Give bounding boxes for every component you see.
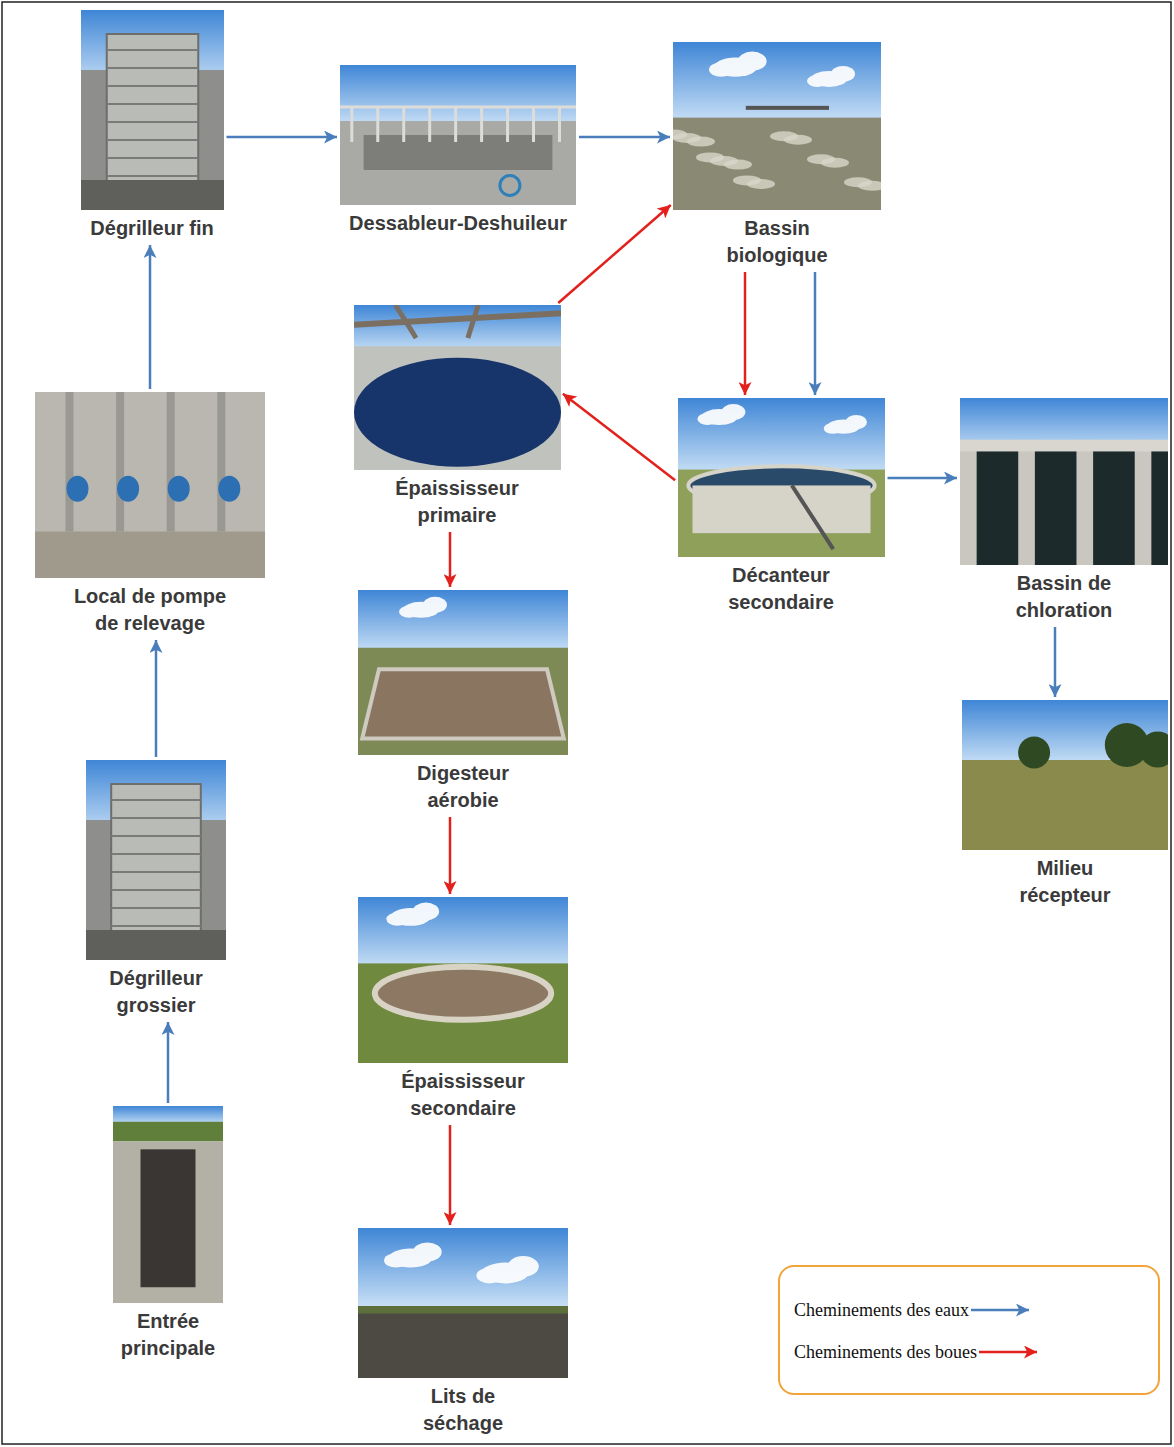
photo-illustration <box>358 590 568 755</box>
station-photo <box>81 10 224 210</box>
station-label: Entrée principale <box>110 1308 226 1362</box>
flow-arrow <box>1054 627 1057 697</box>
station-label: Épaississeur primaire <box>382 475 532 529</box>
station-label: Local de pompe de relevage <box>63 583 238 637</box>
flow-arrow <box>579 136 670 139</box>
station-label: Lits de séchage <box>408 1383 518 1437</box>
photo-illustration <box>358 1228 568 1378</box>
process-station: Bassin biologique <box>673 42 881 269</box>
station-label: Dessableur-Deshuileur <box>349 210 567 237</box>
station-photo <box>358 1228 568 1378</box>
flow-arrow <box>744 272 747 395</box>
station-label: Digesteur aérobie <box>398 760 528 814</box>
process-station: Épaississeur secondaire <box>358 897 568 1122</box>
station-label: Milieu récepteur <box>1005 855 1125 909</box>
flow-arrow <box>814 272 817 395</box>
station-photo <box>35 392 265 578</box>
process-station: Dégrilleur grossier <box>86 760 226 1019</box>
process-station: Dégrilleur fin <box>81 10 224 242</box>
photo-illustration <box>354 305 561 470</box>
station-photo <box>962 700 1168 850</box>
station-photo <box>673 42 881 210</box>
station-label: Épaississeur secondaire <box>388 1068 538 1122</box>
flow-arrow <box>558 205 670 303</box>
legend-text: Cheminements des boues <box>794 1342 977 1363</box>
legend-row: Cheminements des boues <box>794 1339 1041 1365</box>
caption-row: Dégrilleur fin <box>81 215 224 242</box>
connectors <box>150 137 1055 1225</box>
flow-arrow <box>449 1125 452 1225</box>
photo-illustration <box>960 398 1168 565</box>
caption-row: Épaississeur primaire <box>354 475 561 529</box>
station-photo <box>113 1106 223 1303</box>
station-photo <box>960 398 1168 565</box>
process-station: Bassin de chloration <box>960 398 1168 624</box>
station-photo <box>340 65 576 205</box>
photo-illustration <box>962 700 1168 850</box>
caption-row: Dessableur-Deshuileur <box>340 210 576 237</box>
station-label: Dégrilleur fin <box>90 215 213 242</box>
flow-arrow <box>149 245 152 389</box>
photo-illustration <box>678 398 885 557</box>
caption-row: Entrée principale <box>110 1308 226 1362</box>
caption-row: Bassin biologique <box>673 215 881 269</box>
station-label: Décanteur secondaire <box>711 562 851 616</box>
caption-row: Dégrilleur grossier <box>86 965 226 1019</box>
process-station: Local de pompe de relevage <box>35 392 265 637</box>
station-label: Bassin de chloration <box>989 570 1139 624</box>
photo-illustration <box>340 65 576 205</box>
photo-illustration <box>86 760 226 960</box>
flow-arrow <box>449 532 452 587</box>
legend-text: Cheminements des eaux <box>794 1300 969 1321</box>
caption-row: Local de pompe de relevage <box>35 583 265 637</box>
process-station: Digesteur aérobie <box>358 590 568 814</box>
legend-box: Cheminements des eaux Cheminements des b… <box>778 1265 1160 1395</box>
caption-row: Milieu récepteur <box>962 855 1168 909</box>
process-station: Lits de séchage <box>358 1228 568 1437</box>
photo-illustration <box>358 897 568 1063</box>
photo-illustration <box>113 1106 223 1303</box>
station-photo <box>358 590 568 755</box>
station-photo <box>86 760 226 960</box>
legend-row: Cheminements des eaux <box>794 1297 1033 1323</box>
flow-arrow <box>563 394 675 480</box>
station-photo <box>354 305 561 470</box>
legend-line-sample <box>971 1303 1033 1317</box>
caption-row: Décanteur secondaire <box>678 562 885 616</box>
process-station: Entrée principale <box>110 1106 226 1362</box>
photo-illustration <box>673 42 881 210</box>
flow-arrow <box>449 817 452 894</box>
process-station: Milieu récepteur <box>962 700 1168 909</box>
process-station: Épaississeur primaire <box>354 305 561 529</box>
flow-arrow <box>167 1022 170 1103</box>
caption-row: Digesteur aérobie <box>358 760 568 814</box>
flow-arrow <box>227 136 338 139</box>
process-station: Décanteur secondaire <box>678 398 885 616</box>
station-photo <box>678 398 885 557</box>
process-station: Dessableur-Deshuileur <box>340 65 576 237</box>
caption-row: Bassin de chloration <box>960 570 1168 624</box>
photo-illustration <box>35 392 265 578</box>
legend-line-sample <box>979 1345 1041 1359</box>
station-label: Dégrilleur grossier <box>91 965 221 1019</box>
caption-row: Lits de séchage <box>358 1383 568 1437</box>
photo-illustration <box>81 10 224 210</box>
flow-arrow <box>155 640 158 757</box>
station-label: Bassin biologique <box>712 215 842 269</box>
caption-row: Épaississeur secondaire <box>358 1068 568 1122</box>
station-photo <box>358 897 568 1063</box>
flow-arrow <box>888 477 958 480</box>
